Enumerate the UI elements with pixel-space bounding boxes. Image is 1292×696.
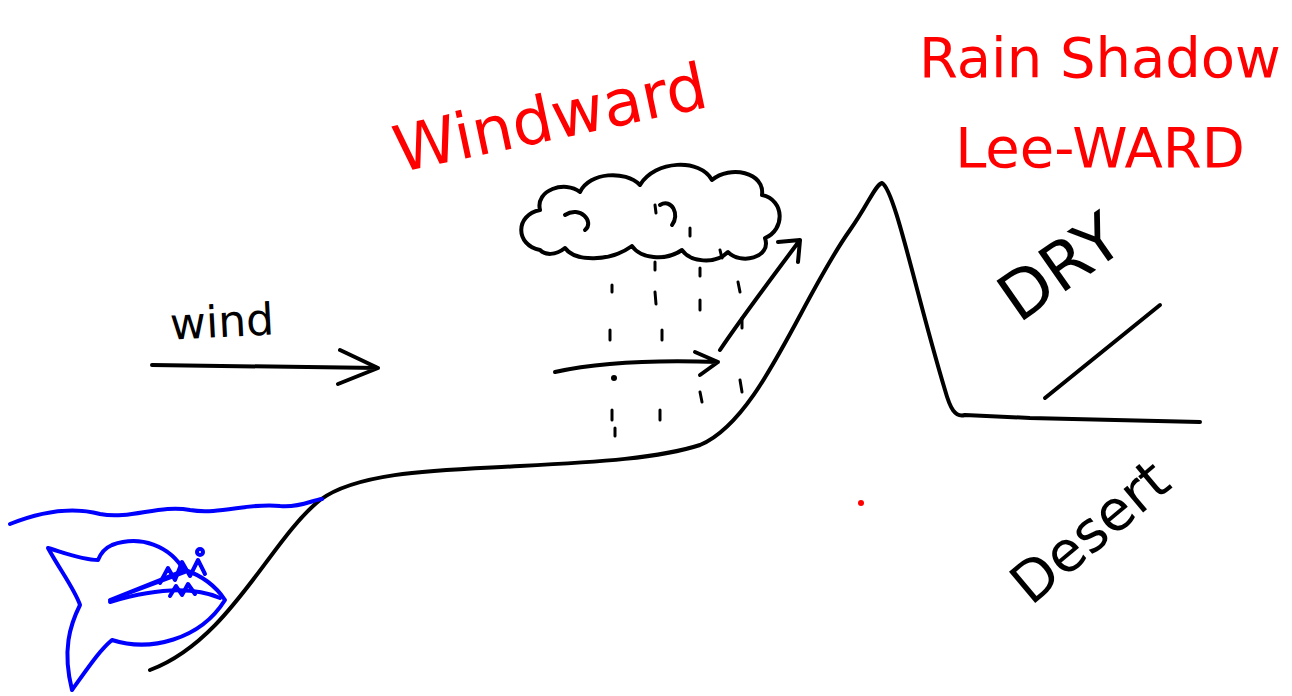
rising-air-arrow xyxy=(720,240,800,350)
climate-label: Desert xyxy=(1001,451,1180,614)
climate-label: DRY xyxy=(987,203,1134,333)
cloud xyxy=(521,165,779,261)
region-label: Rain Shadow xyxy=(919,30,1281,86)
wind-arrow xyxy=(555,352,718,375)
wind-arrow xyxy=(152,350,378,384)
region-label: Lee-WARD xyxy=(955,120,1245,176)
shark xyxy=(48,541,225,690)
wind-label: wind xyxy=(169,297,275,346)
red-dot xyxy=(858,500,864,506)
shark-teeth xyxy=(160,560,205,596)
dot xyxy=(611,375,617,381)
rain xyxy=(610,205,742,436)
separator-line xyxy=(1045,305,1160,398)
cloud-detail xyxy=(565,203,675,230)
region-label: Windward xyxy=(388,54,713,183)
water-surface xyxy=(10,499,322,524)
shark-jaw xyxy=(110,590,220,602)
shark-eye xyxy=(197,549,203,555)
